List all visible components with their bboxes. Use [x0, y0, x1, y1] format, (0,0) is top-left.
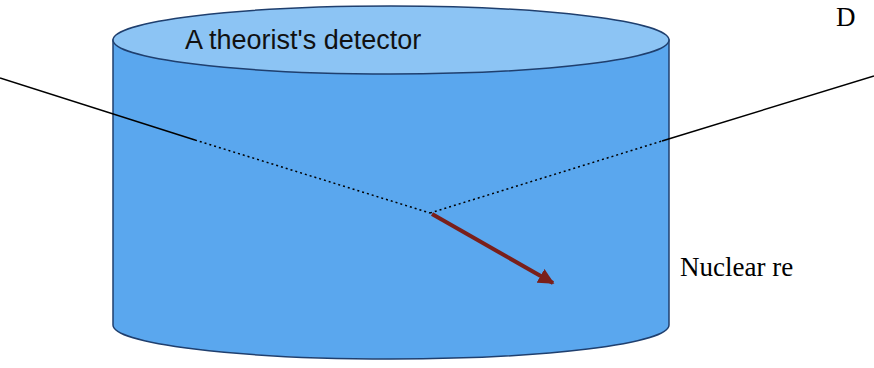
detector-title: A theorist's detector: [185, 25, 421, 56]
cylinder-top: [113, 6, 669, 74]
cylinder-body: [113, 40, 669, 359]
detector-cylinder: A theorist's detector: [112, 5, 670, 361]
outgoing-track: [662, 76, 874, 141]
cylinder-outline: [112, 5, 670, 361]
particle-label: Nuclear re: [680, 252, 793, 283]
particle-label: D: [836, 2, 856, 33]
